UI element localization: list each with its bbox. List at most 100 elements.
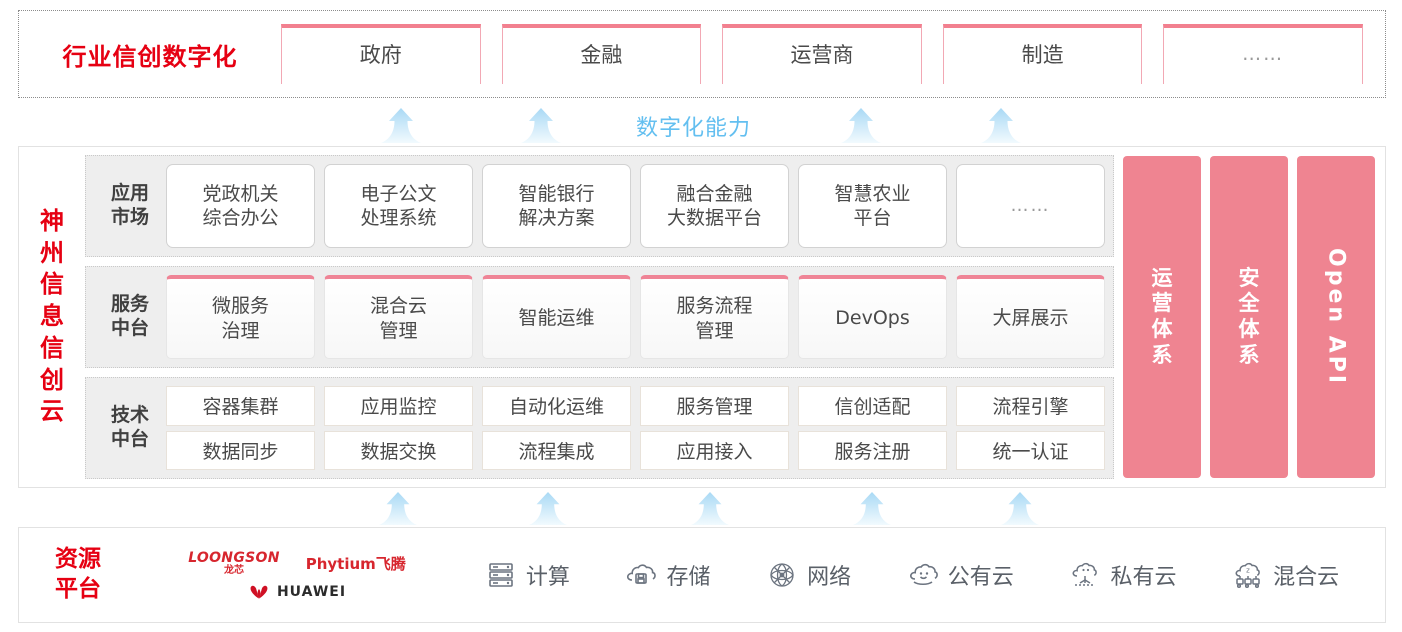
cloud-brand-char-4: 信 [40, 333, 64, 362]
up-arrow-icon-top-1 [520, 108, 562, 144]
app-market-card-label: 智慧农业平台 [834, 182, 911, 229]
industry-card-label: 金融 [580, 43, 623, 67]
pillar-open-api[interactable]: Open API [1297, 156, 1375, 478]
tech-card-label: 应用接入 [676, 440, 753, 463]
tier-app-market: 应用市场党政机关综合办公电子公文处理系统智能银行解决方案融合金融大数据平台智慧农… [85, 155, 1114, 257]
app-market-card-1[interactable]: 电子公文处理系统 [324, 164, 473, 248]
tech-card-label: 数据交换 [360, 440, 437, 463]
resource-platform-frame: 资源平台 LOONGSON 龙芯 Phytium飞腾 [18, 527, 1386, 623]
up-arrow-icon-bottom-3 [852, 492, 892, 526]
industry-card-label: 制造 [1021, 43, 1064, 67]
industry-band-title: 行业信创数字化 [62, 42, 238, 71]
resource-item-2[interactable]: 网络 [766, 559, 851, 591]
tier-label-line: 技术 [110, 404, 149, 427]
app-market-card-3[interactable]: 融合金融大数据平台 [640, 164, 789, 248]
industry-card-1[interactable]: 金融 [501, 24, 702, 84]
tech-card-1-5[interactable]: 统一认证 [956, 430, 1105, 470]
svg-text:z: z [1246, 567, 1250, 575]
up-arrow-icon-bottom-1 [528, 492, 568, 526]
resource-item-list: 计算 存储 网络 公有云 私有云 z 混合云 [457, 559, 1385, 591]
resource-item-label: 私有云 [1110, 565, 1177, 590]
tech-card-label: 自动化运维 [508, 396, 604, 419]
pillar-char: 系 [1238, 342, 1260, 367]
huawei-flower-icon [248, 584, 270, 600]
tech-card-label: 容器集群 [202, 396, 279, 419]
app-market-card-label: 党政机关综合办公 [202, 182, 279, 229]
digital-capability-label: 数字化能力 [636, 116, 752, 141]
tier-label-app-market: 应用市场 [94, 182, 166, 230]
tech-card-1-4[interactable]: 服务注册 [798, 430, 947, 470]
cloud-brand-vertical-title: 神州信息信创云 [19, 147, 85, 487]
app-market-card-5[interactable]: …… [956, 164, 1105, 248]
resource-item-label: 混合云 [1273, 565, 1340, 590]
up-arrow-icon-top-3 [980, 108, 1022, 144]
resource-item-4[interactable]: 私有云 [1069, 559, 1176, 591]
service-card-3[interactable]: 服务流程管理 [640, 275, 789, 359]
up-arrow-icon-top-2 [840, 108, 882, 144]
pillar-operations[interactable]: 运营体系 [1123, 156, 1201, 478]
loongson-logo-cn: 龙芯 [223, 564, 244, 576]
resource-item-label: 公有云 [947, 565, 1014, 590]
cloud-tier-list: 应用市场党政机关综合办公电子公文处理系统智能银行解决方案融合金融大数据平台智慧农… [85, 155, 1114, 479]
tech-card-1-1[interactable]: 数据交换 [324, 430, 473, 470]
resource-item-1[interactable]: 存储 [625, 559, 710, 591]
app-market-card-0[interactable]: 党政机关综合办公 [166, 164, 315, 248]
resource-item-5[interactable]: z 混合云 [1232, 559, 1339, 591]
service-card-2[interactable]: 智能运维 [482, 275, 631, 359]
cloud-platform-frame: 神州信息信创云 应用市场党政机关综合办公电子公文处理系统智能银行解决方案融合金融… [18, 146, 1386, 488]
tech-card-0-0[interactable]: 容器集群 [166, 386, 315, 426]
resource-platform-title: 资源平台 [19, 545, 137, 605]
cloud-brand-char-3: 息 [40, 302, 64, 331]
service-card-label: 混合云管理 [369, 295, 427, 342]
huawei-logo-text: HUAWEI [276, 583, 347, 600]
tech-card-label: 服务注册 [834, 440, 911, 463]
tech-card-label: 信创适配 [834, 396, 911, 419]
service-card-label: 大屏展示 [992, 307, 1069, 330]
tech-card-0-2[interactable]: 自动化运维 [482, 386, 631, 426]
industry-card-4[interactable]: …… [1163, 24, 1363, 84]
up-arrow-icon-bottom-0 [378, 492, 418, 526]
hybrid-cloud-icon: z [1232, 559, 1264, 591]
server-rack-icon [485, 559, 517, 591]
pillar-label-open-api: Open API [1323, 247, 1349, 387]
tier-card-list-app-market: 党政机关综合办公电子公文处理系统智能银行解决方案融合金融大数据平台智慧农业平台 …… [166, 164, 1105, 248]
network-mesh-icon [766, 559, 798, 591]
pillar-label-operations: 运营体系 [1152, 266, 1173, 368]
tech-card-0-4[interactable]: 信创适配 [798, 386, 947, 426]
tier-label-line: 市场 [110, 206, 149, 228]
resource-item-label: 网络 [807, 565, 852, 590]
industry-card-0[interactable]: 政府 [281, 24, 481, 84]
service-card-1[interactable]: 混合云管理 [324, 275, 473, 359]
tech-card-0-1[interactable]: 应用监控 [324, 386, 473, 426]
tier-label-tech-platform: 技术中台 [94, 404, 166, 452]
pillar-char: 体 [1238, 317, 1260, 341]
tech-card-label: 流程集成 [518, 440, 595, 463]
app-market-card-4[interactable]: 智慧农业平台 [798, 164, 947, 248]
resource-item-label: 存储 [666, 565, 711, 590]
tech-card-0-5[interactable]: 流程引擎 [956, 386, 1105, 426]
service-card-0[interactable]: 微服务治理 [166, 275, 315, 359]
public-cloud-icon [907, 559, 939, 591]
resource-item-3[interactable]: 公有云 [907, 559, 1014, 591]
app-market-card-label: …… [1010, 195, 1051, 217]
app-market-card-label: 智能银行解决方案 [518, 182, 595, 229]
service-card-4[interactable]: DevOps [798, 275, 947, 359]
app-market-card-2[interactable]: 智能银行解决方案 [482, 164, 631, 248]
resource-item-0[interactable]: 计算 [485, 559, 570, 591]
pillar-security[interactable]: 安全体系 [1210, 156, 1288, 478]
tech-card-1-0[interactable]: 数据同步 [166, 430, 315, 470]
tier-label-line: 服务 [110, 293, 149, 316]
service-card-5[interactable]: 大屏展示 [956, 275, 1105, 359]
industry-card-2[interactable]: 运营商 [722, 24, 922, 84]
tech-card-1-2[interactable]: 流程集成 [482, 430, 631, 470]
pillar-char: 全 [1238, 291, 1260, 316]
cloud-brand-char-6: 云 [40, 397, 64, 426]
resource-title-line-0: 资源 [55, 546, 101, 573]
industry-card-3[interactable]: 制造 [942, 24, 1143, 84]
tech-card-1-3[interactable]: 应用接入 [640, 430, 789, 470]
tech-card-0-3[interactable]: 服务管理 [640, 386, 789, 426]
industry-card-label: 政府 [359, 43, 402, 67]
tech-card-label: 流程引擎 [992, 396, 1069, 419]
